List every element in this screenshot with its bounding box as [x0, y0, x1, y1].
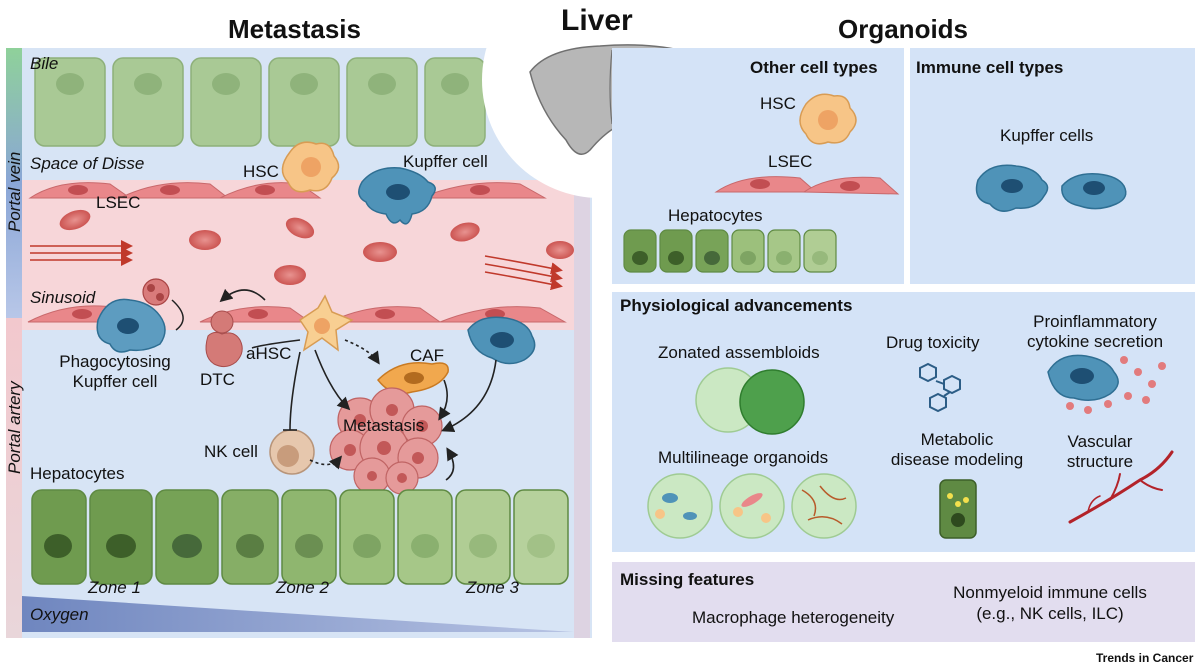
- portal-artery-strip: [6, 318, 22, 638]
- drug-toxicity-label: Drug toxicity: [886, 333, 980, 352]
- proinflammatory-line1: Proinflammatory: [1033, 312, 1157, 331]
- organoids-title: Organoids: [838, 14, 969, 44]
- missing-features-panel: [612, 562, 1195, 642]
- portal-vein-label: Portal vein: [5, 151, 24, 232]
- space-of-disse-label: Space of Disse: [30, 154, 145, 173]
- hsc-cell-organoid: [799, 93, 857, 145]
- portal-vein-strip: [6, 48, 22, 318]
- kupffer-cell-right: [467, 316, 536, 365]
- sinusoid-label: Sinusoid: [30, 288, 96, 307]
- zone3-label: Zone 3: [466, 578, 519, 597]
- phagocytosing-line2: Kupffer cell: [72, 372, 158, 391]
- oxygen-gradient: [22, 596, 574, 632]
- metabolic-disease-icon: [939, 479, 977, 539]
- vascular-label: Vascular structure: [1050, 432, 1150, 472]
- liver-title: Liver: [561, 4, 633, 37]
- metabolic-line2: disease modeling: [890, 450, 1024, 469]
- ahsc-label: aHSC: [246, 344, 292, 363]
- hsc-label: HSC: [243, 162, 279, 181]
- macrophage-label: Macrophage heterogeneity: [692, 608, 895, 627]
- inhibit-line-phago: [171, 299, 184, 331]
- physiological-title: Physiological advancements: [620, 296, 853, 315]
- metastasis-label: Metastasis: [343, 416, 425, 435]
- portal-artery-label: Portal artery: [5, 381, 24, 474]
- phagocytosing-kupffer-cell: [96, 278, 170, 353]
- drug-toxicity-icon: [919, 362, 961, 413]
- zonated-assembloid-art: [695, 367, 805, 435]
- nk-cell: [269, 429, 315, 475]
- bile-hepatocyte-nuclei: [56, 73, 469, 95]
- caf-cell: [377, 362, 449, 395]
- kupffer-cell-label: Kupffer cell: [403, 152, 488, 171]
- flow-arrows-right: [484, 255, 563, 291]
- vascular-line1: Vascular: [1067, 432, 1133, 451]
- cytokine-secretion-art: [1047, 354, 1166, 414]
- immune-cell-types-panel: [910, 48, 1195, 284]
- caf-label: CAF: [410, 346, 444, 365]
- multilineage-organoid-art: [647, 473, 857, 539]
- central-strip: [574, 190, 590, 638]
- nonmyeloid-line1: Nonmyeloid immune cells: [953, 583, 1147, 602]
- zonated-assembloids-label: Zonated assembloids: [658, 343, 820, 362]
- hepatocytes-label: Hepatocytes: [30, 464, 125, 483]
- bile-label: Bile: [30, 54, 59, 73]
- vascular-structure-icon: [1068, 450, 1174, 524]
- zone1-label: Zone 1: [88, 578, 141, 597]
- phagocytosing-line1: Phagocytosing: [59, 352, 171, 371]
- dtc-cell: [205, 310, 243, 368]
- immune-cell-types-title: Immune cell types: [916, 58, 1064, 77]
- proinflammatory-line2: cytokine secretion: [1026, 332, 1164, 351]
- proinflammatory-label: Proinflammatory cytokine secretion: [1020, 312, 1170, 352]
- metastasis-nuclei: [344, 404, 428, 483]
- organoid-lsec-label: LSEC: [768, 152, 813, 171]
- lsec-bottom-nuclei: [72, 309, 505, 319]
- nk-cell-label: NK cell: [204, 442, 258, 461]
- interaction-arrows: [219, 288, 497, 481]
- flow-arrows-left: [30, 240, 133, 266]
- metabolic-line1: Metabolic: [920, 430, 994, 449]
- hepatocyte-bottom-nuclei: [44, 534, 555, 558]
- metabolic-label: Metabolic disease modeling: [882, 430, 1032, 470]
- journal-label: Trends in Cancer: [1096, 651, 1194, 665]
- metastasis-title: Metastasis: [228, 14, 361, 44]
- kupffer-cells-organoid: [975, 164, 1127, 212]
- organoid-hepatocytes-label: Hepatocytes: [668, 206, 763, 225]
- kupffer-cell-top: [358, 167, 436, 225]
- zone2-label: Zone 2: [276, 578, 329, 597]
- dtc-label: DTC: [200, 370, 235, 389]
- hsc-cell-top: [281, 141, 340, 193]
- nonmyeloid-line2: (e.g., NK cells, ILC): [976, 604, 1124, 623]
- vascular-line2: structure: [1066, 452, 1134, 471]
- oxygen-label: Oxygen: [30, 605, 89, 624]
- multilineage-label: Multilineage organoids: [658, 448, 829, 467]
- organoid-hsc-label: HSC: [760, 94, 796, 113]
- phagocytosing-kupffer-label: Phagocytosing Kupffer cell: [50, 352, 180, 392]
- red-blood-cells: [59, 209, 574, 285]
- other-cell-types-title: Other cell types: [750, 58, 878, 77]
- nonmyeloid-label: Nonmyeloid immune cells (e.g., NK cells,…: [930, 582, 1170, 624]
- metastasis-panel: [6, 48, 592, 638]
- bile-hepatocyte-row: [34, 57, 486, 147]
- kupffer-cells-label: Kupffer cells: [1000, 126, 1094, 145]
- missing-features-title: Missing features: [620, 570, 755, 589]
- ahsc-cell: [298, 294, 354, 352]
- lsec-top-nuclei: [68, 185, 490, 195]
- lsec-label: LSEC: [96, 193, 141, 212]
